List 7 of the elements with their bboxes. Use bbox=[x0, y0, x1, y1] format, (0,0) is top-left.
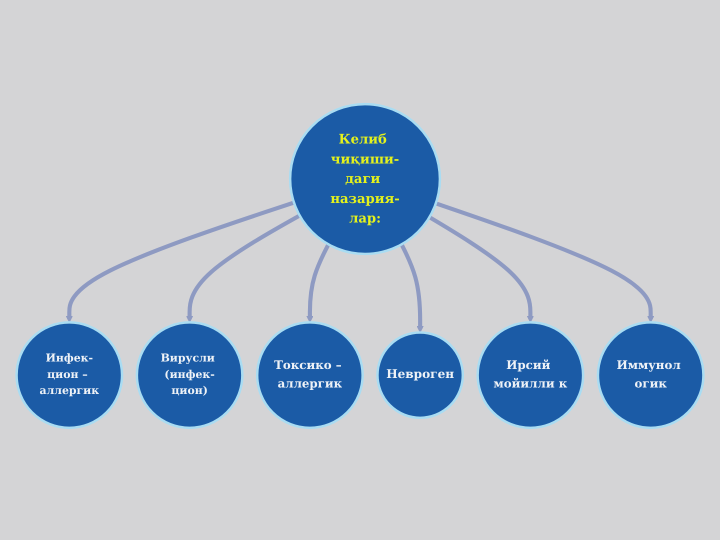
node-circle: Ирсий мойилли к bbox=[476, 321, 584, 430]
node-circle: Инфек-цион – аллергик bbox=[15, 321, 124, 430]
node-circle: Вирусли (инфек-цион) bbox=[136, 321, 244, 430]
node-circle: Невроген bbox=[376, 331, 464, 420]
node-circle: Иммунол огик bbox=[596, 321, 705, 430]
node-circle: Токсико – аллергик bbox=[256, 321, 364, 430]
node-circle: Келиб чиқиши-даги назария-лар: bbox=[288, 102, 442, 256]
